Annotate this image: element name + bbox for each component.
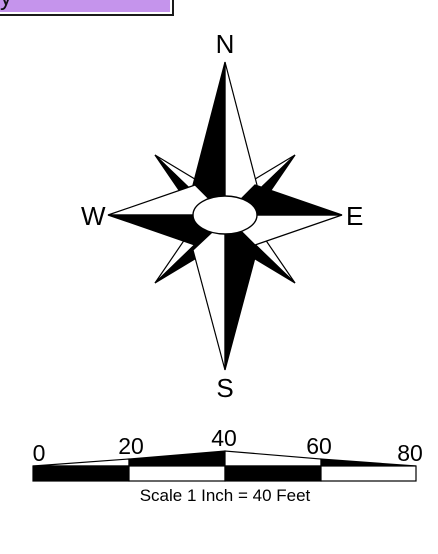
compass-center-ellipse: [192, 195, 258, 235]
compass-label-west: W: [81, 201, 106, 231]
scale-bar: [32, 450, 417, 482]
title-tab-fill: [0, 0, 170, 12]
compass-point-south-dark: [224, 218, 258, 371]
scale-tick-40: 40: [211, 425, 237, 451]
compass-label-north: N: [216, 29, 235, 59]
scale-segment-1: [32, 465, 130, 482]
scale-caption: Scale 1 Inch = 40 Feet: [140, 486, 311, 505]
scale-tick-20: 20: [118, 433, 144, 459]
scale-segment-4: [320, 465, 417, 482]
compass-label-east: E: [346, 201, 363, 231]
scale-tick-80: 80: [397, 440, 423, 466]
scale-tick-60: 60: [306, 433, 332, 459]
scale-segment-2: [128, 465, 226, 482]
scale-wedge-top-1: [32, 458, 130, 467]
compass-label-south: S: [216, 373, 233, 403]
title-tab: y: [0, 0, 174, 16]
scale-segment-3: [224, 465, 322, 482]
scale-tick-0: 0: [33, 440, 46, 466]
title-tab-text: y: [0, 0, 12, 10]
